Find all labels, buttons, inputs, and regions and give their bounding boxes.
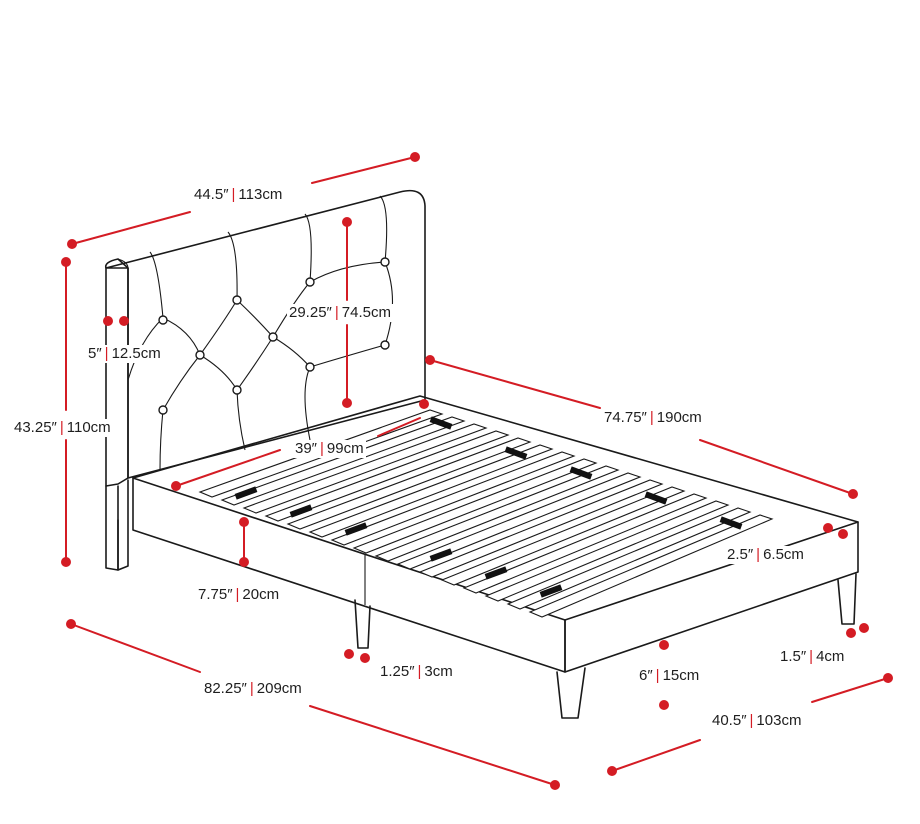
headboard-width-metric: 113cm (238, 186, 283, 203)
legs (354, 573, 857, 719)
clearance-imperial: 7.75″ (198, 586, 233, 603)
headboard-thickness-metric: 12.5cm (111, 345, 161, 362)
side-rail-imperial: 1.25″ (380, 663, 415, 680)
side-rail-metric: 3cm (424, 663, 453, 680)
frame-length-imperial: 74.75″ (604, 409, 647, 426)
separator: | (649, 409, 654, 426)
side-rail-label: 1.25″|3cm (378, 663, 455, 681)
leg-width-metric: 4cm (816, 648, 845, 665)
frame (132, 395, 859, 719)
separator: | (334, 304, 339, 321)
total-width-label: 40.5″|103cm (710, 712, 804, 730)
total-length-metric: 209cm (256, 680, 302, 697)
leg-height-label: 6″|15cm (637, 667, 702, 685)
headboard-height-imperial: 29.25″ (289, 304, 332, 321)
headboard-width-label: 44.5″|113cm (192, 186, 285, 204)
total-length-imperial: 82.25″ (204, 680, 247, 697)
headboard (104, 189, 426, 571)
headboard-thickness-label: 5″|12.5cm (86, 345, 163, 363)
separator: | (749, 712, 754, 729)
total-length-label: 82.25″|209cm (202, 680, 304, 698)
slat-depth-metric: 6.5cm (763, 546, 804, 563)
separator: | (235, 586, 240, 603)
clearance-label: 7.75″|20cm (196, 586, 282, 604)
clearance-metric: 20cm (242, 586, 280, 603)
separator: | (104, 345, 109, 362)
total-width-imperial: 40.5″ (712, 712, 747, 729)
separator: | (59, 419, 64, 436)
leg-height-metric: 15cm (662, 667, 700, 684)
separator: | (231, 186, 236, 203)
support-blocks (234, 416, 743, 598)
separator: | (655, 667, 660, 684)
headboard-height-label: 29.25″|74.5cm (287, 304, 393, 322)
inner-width-metric: 99cm (326, 440, 364, 457)
dimension-lines (61, 152, 893, 790)
headboard-height-metric: 74.5cm (341, 304, 391, 321)
frame-length-metric: 190cm (656, 409, 702, 426)
slat-depth-label: 2.5″|6.5cm (725, 546, 806, 564)
total-width-metric: 103cm (756, 712, 802, 729)
leg-width-label: 1.5″|4cm (778, 648, 847, 666)
slats (198, 409, 774, 618)
headboard-width-imperial: 44.5″ (194, 186, 229, 203)
separator: | (320, 440, 324, 457)
frame-length-label: 74.75″|190cm (602, 409, 704, 427)
separator: | (417, 663, 422, 680)
total-height-label: 43.25″|110cm (12, 419, 113, 437)
headboard-thickness-imperial: 5″ (88, 345, 102, 362)
leg-width-imperial: 1.5″ (780, 648, 807, 665)
total-height-imperial: 43.25″ (14, 419, 57, 436)
leg-height-imperial: 6″ (639, 667, 653, 684)
inner-width-label: 39″|99cm (293, 440, 366, 458)
slat-depth-imperial: 2.5″ (727, 546, 754, 563)
separator: | (756, 546, 761, 563)
separator: | (249, 680, 254, 697)
total-height-metric: 110cm (66, 419, 111, 436)
separator: | (809, 648, 814, 665)
inner-width-imperial: 39″ (295, 440, 317, 457)
